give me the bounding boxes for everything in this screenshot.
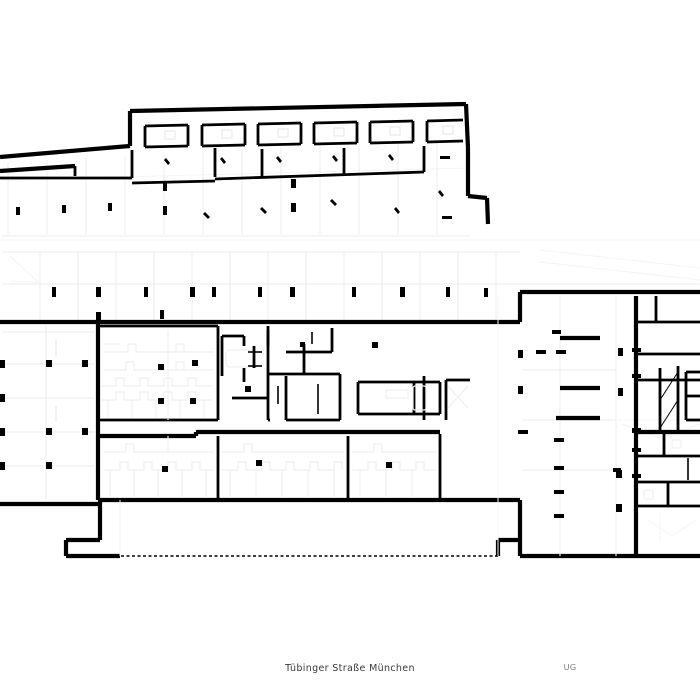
lower-cellar-column-marks bbox=[162, 460, 392, 472]
storage-unit-fixtures bbox=[164, 125, 454, 140]
top-storage-unit-row bbox=[143, 118, 464, 219]
central-core-column-marks bbox=[245, 342, 378, 392]
lower-cellar-compartments bbox=[100, 429, 442, 500]
left-cellar-compartments bbox=[100, 324, 220, 422]
west-edge-stall-marks bbox=[0, 360, 88, 470]
storage-unit-door-marks bbox=[164, 154, 452, 219]
right-service-block bbox=[633, 296, 700, 556]
left-cellar-column-marks bbox=[158, 360, 198, 404]
faint-structural-guides bbox=[0, 239, 700, 556]
central-core-walls bbox=[0, 289, 700, 559]
upper-wing-walls bbox=[0, 101, 491, 225]
middle-parking-band bbox=[2, 249, 700, 320]
right-garage-stall-marks bbox=[484, 288, 623, 518]
upper-wing-column-marks bbox=[16, 179, 337, 219]
right-garage-bay bbox=[522, 296, 700, 556]
elevator-core bbox=[220, 334, 262, 382]
right-service-door-marks bbox=[552, 330, 641, 478]
bottom-edge-dashed-boundary bbox=[63, 500, 498, 559]
central-service-rooms bbox=[232, 326, 470, 422]
middle-band-stall-marks bbox=[52, 287, 450, 321]
